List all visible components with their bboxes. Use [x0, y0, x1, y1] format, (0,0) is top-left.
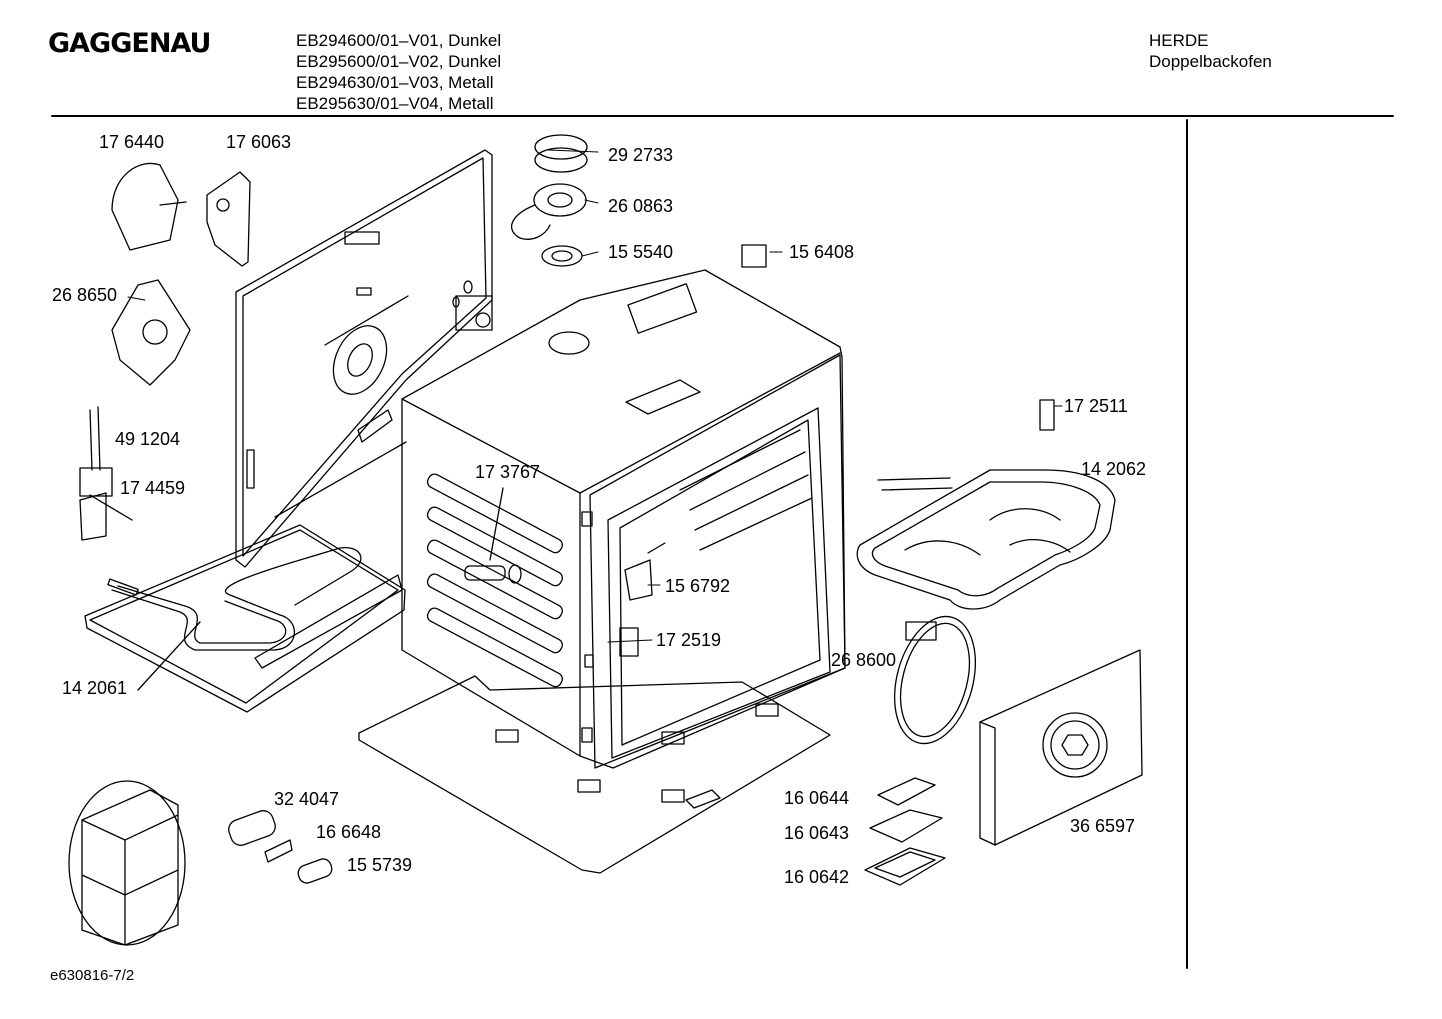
part-number-label: 15 6792	[665, 576, 731, 596]
model-line: EB295630/01–V04, Metall	[296, 94, 494, 113]
part-number-label: 15 5739	[347, 855, 413, 875]
back-panel-drawing	[235, 149, 493, 568]
floor-plate-drawing	[358, 675, 831, 874]
part-number-label: 14 2062	[1081, 459, 1147, 479]
right-parts-drawing	[856, 399, 1143, 846]
model-line: EB295600/01–V02, Dunkel	[296, 52, 502, 71]
leader-lines	[127, 149, 1063, 643]
part-number-label: 16 0642	[784, 867, 850, 887]
part-number-label: 29 2733	[608, 145, 674, 165]
part-number-label: 15 5540	[608, 242, 674, 262]
bottom-heater-drawing	[84, 524, 406, 713]
part-number-label: 26 8650	[52, 285, 118, 305]
motor-group-drawing	[79, 162, 251, 541]
category-block: HERDE Doppelbackofen	[1149, 30, 1272, 72]
part-number-label: 17 6063	[226, 132, 292, 152]
footer-code: e630816-7/2	[50, 967, 135, 984]
part-number-label: 17 4459	[120, 478, 186, 498]
part-number-label: 16 6648	[316, 822, 382, 842]
model-list: EB294600/01–V01, Dunkel EB295600/01–V02,…	[296, 30, 501, 114]
part-number-label: 26 0863	[608, 196, 674, 216]
category-subtitle: Doppelbackofen	[1149, 52, 1272, 71]
knob-parts-drawing	[228, 810, 333, 884]
model-line: EB294600/01–V01, Dunkel	[296, 31, 502, 50]
part-number-label: 17 6440	[99, 132, 165, 152]
category-title: HERDE	[1149, 31, 1209, 50]
part-number-label: 15 6408	[789, 242, 855, 262]
brand-logo: GAGGENAU	[48, 28, 211, 59]
part-number-label: 49 1204	[115, 429, 181, 449]
part-number-label: 16 0643	[784, 823, 850, 843]
part-number-label: 32 4047	[274, 789, 340, 809]
part-number-label: 16 0644	[784, 788, 850, 808]
oven-muffle-drawing	[401, 269, 846, 769]
part-number-label: 26 8600	[831, 650, 897, 670]
model-line: EB294630/01–V03, Metall	[296, 73, 494, 92]
oven-thumbnail-drawing	[68, 780, 186, 946]
part-number-label: 36 6597	[1070, 816, 1136, 836]
part-number-label: 17 2519	[656, 630, 722, 650]
lamp-covers-drawing	[864, 777, 946, 886]
part-number-label: 17 3767	[475, 462, 541, 482]
top-parts-drawing	[510, 134, 767, 268]
part-number-label: 17 2511	[1064, 396, 1128, 416]
part-number-label: 14 2061	[62, 678, 128, 698]
